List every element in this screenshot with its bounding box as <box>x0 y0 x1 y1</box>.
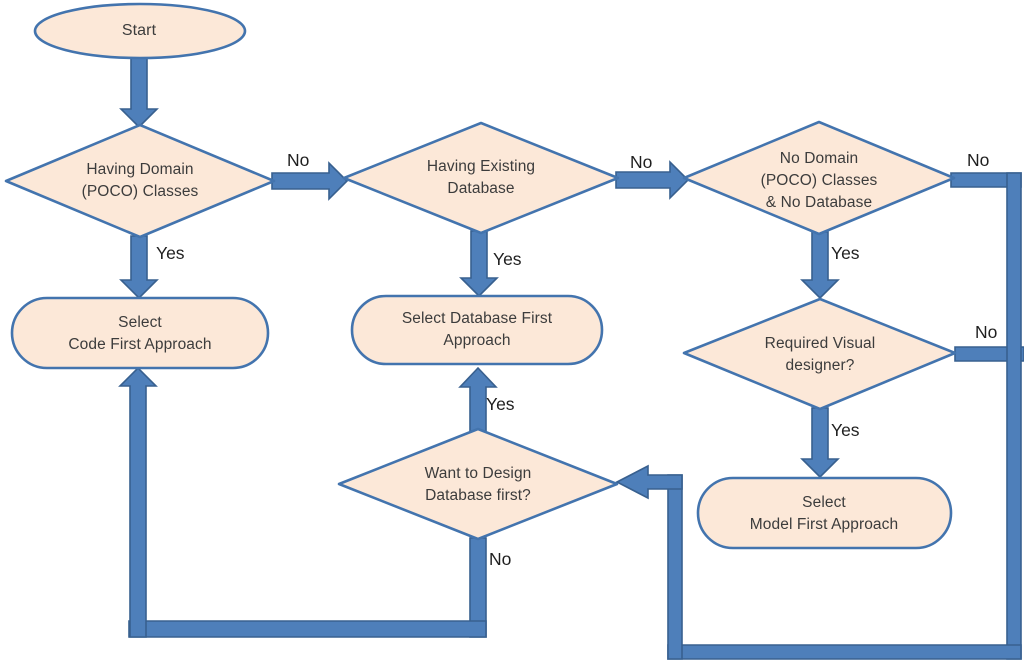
loop-riser-line <box>667 474 683 660</box>
edge-yes-want-design-db <box>458 366 498 432</box>
edge-into-want-design-db <box>615 464 683 500</box>
node-label-code-first: Select Code First Approach <box>20 312 260 356</box>
edge-no-loop-to-code-first <box>118 366 158 638</box>
edge-no-having-existing-db <box>615 160 690 200</box>
node-label-line: No Domain <box>779 150 859 167</box>
edge-label-no-no-domain-no-db: No <box>967 150 990 170</box>
node-label-having-existing-db: Having Existing Database <box>381 156 581 200</box>
node-label-no-domain-no-db: No Domain (POCO) Classes & No Database <box>709 148 929 214</box>
shape-layer <box>4 2 957 550</box>
connector-start-to-having-domain <box>119 56 159 129</box>
edge-label-yes-want-design-db: Yes <box>486 394 515 414</box>
node-label-line: designer? <box>785 357 855 374</box>
edge-label-yes-required-visual: Yes <box>831 420 860 440</box>
node-label-line: Required Visual <box>764 335 876 352</box>
decision-want-design-db-first-shape <box>337 427 619 541</box>
node-label-start-line: Start <box>121 22 157 39</box>
connector-layer <box>118 56 1024 660</box>
decision-having-domain-shape <box>4 123 276 239</box>
edge-label-yes-having-domain: Yes <box>156 243 185 263</box>
edge-yes-having-domain <box>119 235 159 300</box>
edge-label-no-want-design-db: No <box>489 549 512 569</box>
edge-yes-required-visual <box>800 407 840 479</box>
edge-label-no-having-domain: No <box>287 150 310 170</box>
node-label-line: Having Domain <box>86 161 194 178</box>
node-label-having-domain: Having Domain (POCO) Classes <box>40 159 240 203</box>
node-label-line: Select <box>802 494 846 511</box>
bottom-left-loop-line <box>128 620 487 638</box>
node-label-line: Code First Approach <box>68 336 212 353</box>
node-label-line: Approach <box>443 332 511 349</box>
node-label-want-design-db-first: Want to Design Database first? <box>368 463 588 507</box>
edge-label-no-having-existing-db: No <box>630 152 653 172</box>
node-label-line: (POCO) Classes <box>81 183 199 200</box>
edge-label-yes-no-domain-no-db: Yes <box>831 243 860 263</box>
node-label-line: Model First Approach <box>749 516 899 533</box>
node-label-line: (POCO) Classes <box>760 172 878 189</box>
node-label-line: Select Database First <box>401 310 553 327</box>
decision-no-domain-no-db-shape <box>682 120 956 236</box>
node-label-model-first: Select Model First Approach <box>704 492 944 536</box>
node-label-required-visual-designer: Required Visual designer? <box>710 333 930 377</box>
decision-required-visual-designer-shape <box>682 297 957 411</box>
process-code-first-shape <box>10 296 270 370</box>
node-label-line: Database first? <box>425 487 531 504</box>
edge-yes-having-existing-db <box>459 230 499 298</box>
start-terminator-shape <box>33 2 247 60</box>
node-label-line: Database <box>447 180 515 197</box>
node-label-db-first: Select Database First Approach <box>357 308 597 352</box>
edge-label-no-required-visual: No <box>975 322 998 342</box>
node-label-line: & No Database <box>765 194 873 211</box>
decision-having-existing-db-shape <box>342 121 620 235</box>
process-db-first-shape <box>350 294 604 366</box>
edge-yes-no-domain-no-db <box>800 231 840 300</box>
node-label-start: Start <box>39 19 239 43</box>
right-loop-vertical-line <box>1006 172 1022 660</box>
edge-no-having-domain <box>271 161 349 201</box>
node-label-line: Want to Design <box>424 465 532 482</box>
bottom-right-loop-line <box>667 644 1022 660</box>
process-model-first-shape <box>696 476 953 550</box>
node-label-line: Having Existing <box>426 158 536 175</box>
edge-label-yes-having-existing-db: Yes <box>493 249 522 269</box>
node-label-line: Select <box>118 314 162 331</box>
